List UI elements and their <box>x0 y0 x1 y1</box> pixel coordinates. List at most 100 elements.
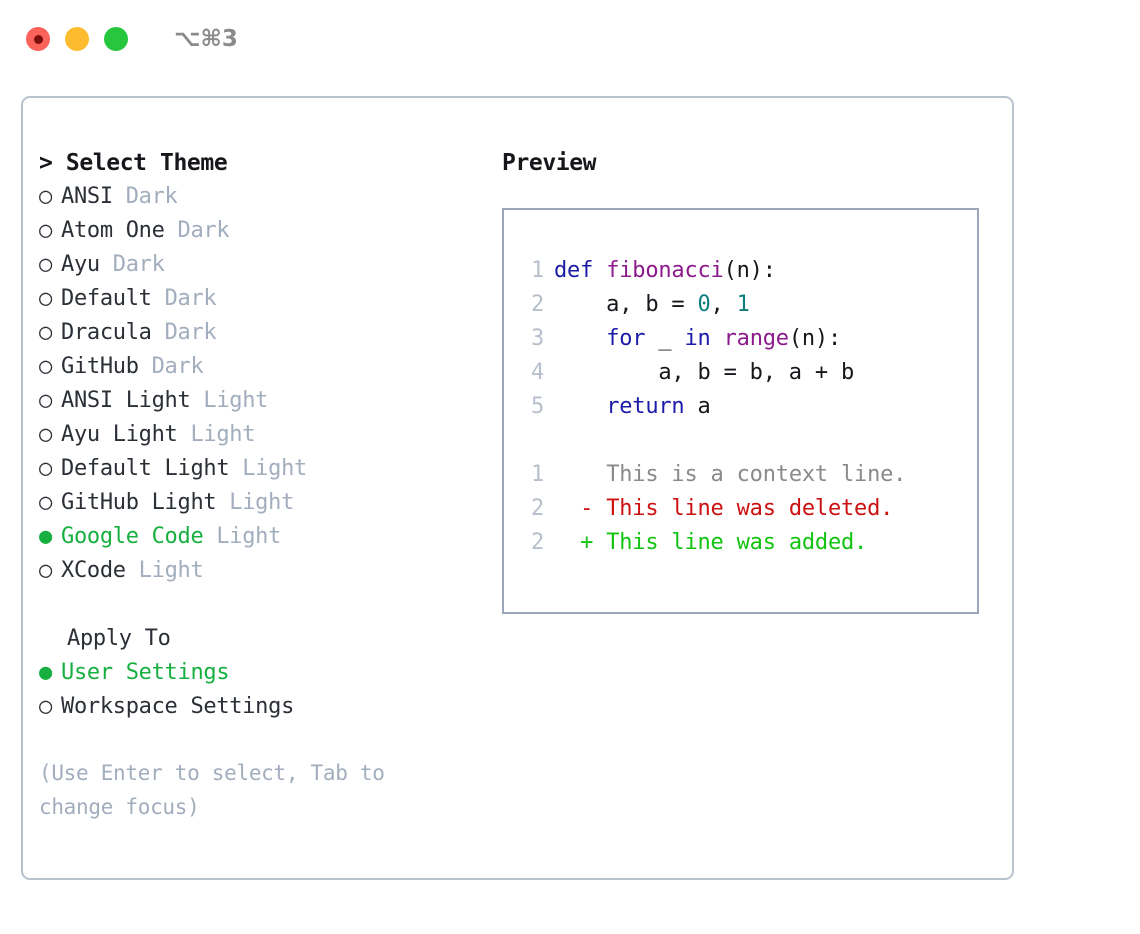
radio-unselected-icon: ○ <box>39 320 52 345</box>
radio-unselected-icon: ○ <box>39 286 52 311</box>
theme-option-google-code[interactable]: ● Google Code Light <box>39 520 479 554</box>
theme-option-ayu[interactable]: ○ Ayu Dark <box>39 248 479 282</box>
diff-line-text: This line was deleted. <box>606 496 894 521</box>
code-token-kw: in <box>684 326 711 351</box>
minimize-button-icon[interactable] <box>65 27 89 51</box>
code-token-txt: (n): <box>723 258 776 283</box>
apply-to-list: ● User Settings ○ Workspace Settings <box>39 656 479 724</box>
diff-line-number: 2 <box>530 496 544 521</box>
code-token-fn: fibonacci <box>606 258 724 283</box>
code-token-txt: _ <box>645 326 685 351</box>
theme-option-label: XCode <box>61 558 126 583</box>
radio-unselected-icon: ○ <box>39 388 52 413</box>
close-button-icon[interactable] <box>26 27 50 51</box>
code-line: 4 a, b = b, a + b <box>518 356 977 390</box>
theme-option-label: Default <box>61 286 152 311</box>
diff-marker <box>554 462 606 487</box>
radio-unselected-icon: ○ <box>39 490 52 515</box>
radio-unselected-icon: ○ <box>39 422 52 447</box>
theme-option-label: GitHub Light <box>61 490 217 515</box>
apply-to-heading: Apply To <box>67 626 171 651</box>
recording-indicator-icon <box>33 34 43 44</box>
theme-option-variant-tag: Dark <box>112 184 178 209</box>
radio-selected-icon: ● <box>39 524 52 549</box>
code-token-txt: , <box>710 292 737 317</box>
apply-to-option-workspace-settings[interactable]: ○ Workspace Settings <box>39 690 479 724</box>
apply-to-option-user-settings[interactable]: ● User Settings <box>39 656 479 690</box>
theme-option-label: Google Code <box>61 524 204 549</box>
theme-option-variant-tag: Dark <box>138 354 204 379</box>
code-token-num: 0 <box>697 292 711 317</box>
theme-option-variant-tag: Light <box>229 456 307 481</box>
theme-option-dracula[interactable]: ○ Dracula Dark <box>39 316 479 350</box>
diff-marker: + <box>554 530 607 555</box>
theme-option-variant-tag: Light <box>125 558 204 583</box>
diff-line-del: 2 - This line was deleted. <box>518 492 977 526</box>
radio-unselected-icon: ○ <box>39 694 52 719</box>
code-token-kw: return <box>606 394 685 419</box>
window-titlebar: ⌥⌘3 <box>0 0 1140 78</box>
theme-option-label: Ayu Light <box>61 422 178 447</box>
code-token-txt: a, b = b, a + b <box>554 360 855 385</box>
theme-option-xcode[interactable]: ○ XCode Light <box>39 554 479 588</box>
theme-option-default-light[interactable]: ○Default Light Light <box>39 452 479 486</box>
theme-option-variant-tag: Light <box>216 490 295 515</box>
code-token-txt <box>711 326 724 351</box>
code-line-number: 2 <box>530 292 544 317</box>
theme-picker-column: > Select Theme ○ANSI Dark○Atom One Dark○… <box>39 146 479 824</box>
theme-option-label: ANSI Light <box>61 388 191 413</box>
maximize-button-icon[interactable] <box>104 27 128 51</box>
radio-unselected-icon: ○ <box>39 456 52 481</box>
radio-unselected-icon: ○ <box>39 558 52 583</box>
keyboard-hint-line-1: (Use Enter to select, Tab to <box>39 761 385 785</box>
theme-option-variant-tag: Dark <box>164 218 230 243</box>
theme-option-default[interactable]: ○Default Dark <box>39 282 479 316</box>
diff-line-number: 1 <box>530 462 544 487</box>
radio-unselected-icon: ○ <box>39 252 52 277</box>
apply-to-option-label: Workspace Settings <box>61 694 295 719</box>
keyboard-shortcut-label: ⌥⌘3 <box>174 26 238 52</box>
diff-line-text: This is a context line. <box>606 462 907 487</box>
theme-option-ayu-light[interactable]: ○Ayu Light Light <box>39 418 479 452</box>
code-token-num: 1 <box>736 292 750 317</box>
theme-option-label: ANSI <box>61 184 113 209</box>
theme-option-ansi-light[interactable]: ○ ANSI Light Light <box>39 384 479 418</box>
section-spacer <box>39 588 479 622</box>
diff-marker: - <box>554 496 607 521</box>
theme-option-github[interactable]: ○GitHub Dark <box>39 350 479 384</box>
code-token-txt <box>554 326 606 351</box>
radio-unselected-icon: ○ <box>39 184 52 209</box>
code-line-number: 3 <box>530 326 544 351</box>
theme-option-variant-tag: Dark <box>151 320 217 345</box>
diff-line-text: This line was added. <box>606 530 868 555</box>
theme-option-atom-one[interactable]: ○Atom One Dark <box>39 214 479 248</box>
theme-option-github-light[interactable]: ○ GitHub Light Light <box>39 486 479 520</box>
code-line: 5 return a <box>518 390 977 424</box>
preview-heading: Preview <box>502 150 597 176</box>
code-token-txt: (n): <box>788 326 842 351</box>
theme-option-variant-tag: Light <box>190 388 269 413</box>
theme-option-label: Ayu <box>61 252 100 277</box>
code-token-txt <box>554 394 606 419</box>
code-diff-spacer <box>518 424 977 458</box>
prompt-caret: > <box>39 150 66 176</box>
theme-option-ansi[interactable]: ○ ANSI Dark <box>39 180 479 214</box>
diff-line-ctx: 1 This is a context line. <box>518 458 977 492</box>
select-theme-heading: > Select Theme <box>39 146 479 180</box>
main-panel: > Select Theme ○ANSI Dark○Atom One Dark○… <box>21 96 1014 880</box>
theme-option-variant-tag: Dark <box>99 252 165 277</box>
code-token-kw: for <box>606 326 646 351</box>
code-line: 2 a, b = 0, 1 <box>518 288 977 322</box>
apply-to-option-label: User Settings <box>61 660 230 685</box>
radio-selected-icon: ● <box>39 660 52 685</box>
code-token-kw: def <box>554 258 607 283</box>
code-token-txt: a, b = <box>554 292 698 317</box>
code-token-txt: a <box>684 394 711 419</box>
theme-list: ○ANSI Dark○Atom One Dark○Ayu Dark○Defaul… <box>39 180 479 588</box>
theme-option-label: Dracula <box>61 320 152 345</box>
theme-option-variant-tag: Light <box>203 524 282 549</box>
diff-sample: 1 This is a context line.2 - This line w… <box>518 458 977 560</box>
